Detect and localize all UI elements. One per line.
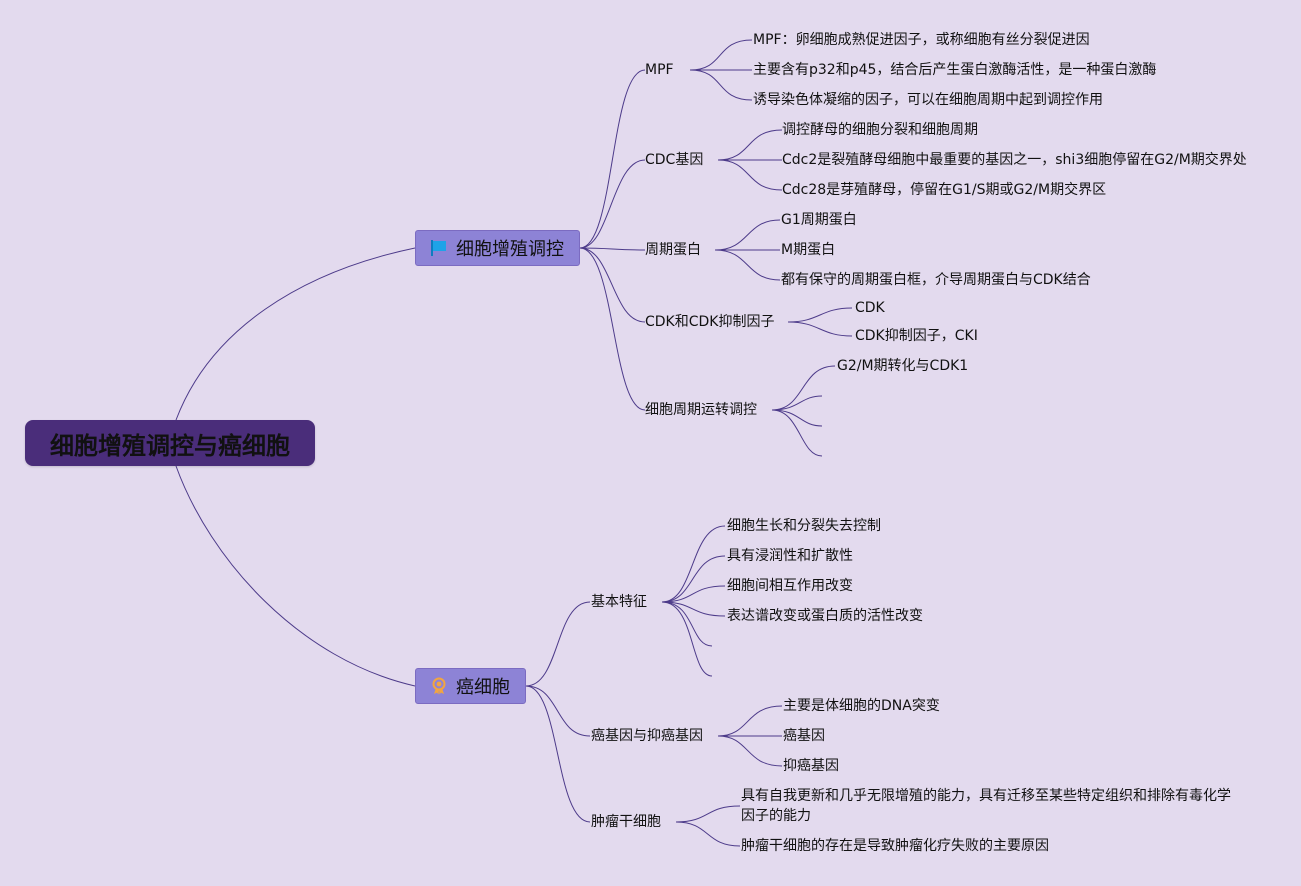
topic-basic-item-3[interactable]: 细胞间相互作用改变 — [727, 578, 853, 594]
topic-mpf[interactable]: MPF — [645, 62, 674, 78]
connector-basic-item-2 — [661, 555, 726, 603]
connector-genes-item-3 — [717, 735, 783, 767]
topic-mpf-item-3[interactable]: 诱导染色体凝缩的因子，可以在细胞周期中起到调控作用 — [753, 92, 1103, 108]
connector-cell-cycle-empty-1 — [771, 395, 823, 411]
connector-basic-item-1 — [661, 525, 726, 603]
connector-genes-item-1 — [717, 705, 783, 737]
connector-cdc-item-1 — [717, 129, 783, 161]
connector-mpf-item-1 — [689, 39, 753, 71]
branch-proliferation-control[interactable]: 细胞增殖调控 — [415, 230, 580, 266]
connector-root-to-cancer — [175, 465, 416, 687]
topic-mpf-item-2[interactable]: 主要含有p32和p45，结合后产生蛋白激酶活性，是一种蛋白激酶 — [753, 62, 1157, 78]
topic-stem-item-1[interactable]: 具有自我更新和几乎无限增殖的能力，具有迁移至某些特定组织和排除有毒化学因子的能力 — [741, 788, 1231, 824]
connector-cancer-to-basic — [525, 601, 591, 687]
connector-basic-empty-1 — [661, 601, 713, 647]
topic-basic-features[interactable]: 基本特征 — [591, 594, 647, 610]
connector-proliferation-to-cdk — [579, 247, 646, 323]
connector-cdc-item-3 — [717, 159, 783, 191]
connector-basic-item-4 — [661, 601, 726, 617]
connector-root-to-proliferation — [175, 247, 416, 421]
connector-cell-cycle-empty-2 — [771, 409, 823, 427]
connector-cell-cycle-empty-3 — [771, 409, 823, 457]
connector-mpf-item-3 — [689, 69, 753, 101]
branch-cancer-cells[interactable]: 癌细胞 — [415, 668, 526, 704]
connector-cyclin-item-3 — [714, 249, 781, 281]
topic-stem-item-2[interactable]: 肿瘤干细胞的存在是导致肿瘤化疗失败的主要原因 — [741, 838, 1049, 854]
connector-proliferation-to-cell-cycle — [579, 247, 646, 411]
topic-cdc-item-2[interactable]: Cdc2是裂殖酵母细胞中最重要的基因之一，shi3细胞停留在G2/M期交界处 — [782, 152, 1247, 168]
topic-oncogenes-and-suppressors[interactable]: 癌基因与抑癌基因 — [591, 728, 703, 744]
topic-cdk-item-1[interactable]: CDK — [855, 300, 885, 316]
topic-cell-cycle-control[interactable]: 细胞周期运转调控 — [645, 402, 757, 418]
topic-cell-cycle-item-1[interactable]: G2/M期转化与CDK1 — [837, 358, 969, 374]
branch-cancer-label: 癌细胞 — [456, 677, 510, 698]
connector-cdk-item-1 — [787, 307, 853, 323]
topic-genes-item-1[interactable]: 主要是体细胞的DNA突变 — [783, 698, 940, 714]
connector-cell-cycle-item-1 — [771, 365, 836, 411]
connector-stem-item-2 — [675, 821, 741, 847]
topic-cdc-item-1[interactable]: 调控酵母的细胞分裂和细胞周期 — [782, 122, 978, 138]
root-topic-label: 细胞增殖调控与癌细胞 — [50, 431, 290, 460]
connector-stem-item-1 — [675, 805, 741, 823]
topic-tumor-stem-cells[interactable]: 肿瘤干细胞 — [591, 814, 661, 830]
connector-basic-empty-2 — [661, 601, 713, 677]
topic-basic-item-4[interactable]: 表达谱改变或蛋白质的活性改变 — [727, 608, 923, 624]
topic-cyclins[interactable]: 周期蛋白 — [645, 242, 701, 258]
topic-cdc-item-3[interactable]: Cdc28是芽殖酵母，停留在G1/S期或G2/M期交界区 — [782, 182, 1107, 198]
award-ribbon-icon — [430, 677, 448, 695]
topic-cyclin-item-1[interactable]: G1周期蛋白 — [781, 212, 857, 228]
connector-cyclin-item-1 — [714, 219, 781, 251]
topic-basic-item-2[interactable]: 具有浸润性和扩散性 — [727, 548, 853, 564]
topic-mpf-item-1[interactable]: MPF：卵细胞成熟促进因子，或称细胞有丝分裂促进因 — [753, 32, 1090, 48]
connector-proliferation-to-mpf — [579, 69, 646, 249]
topic-genes-item-3[interactable]: 抑癌基因 — [783, 758, 839, 774]
topic-cdk-item-2[interactable]: CDK抑制因子，CKI — [855, 328, 978, 344]
connector-proliferation-to-cdc — [579, 159, 646, 249]
connector-proliferation-to-cyclin — [579, 247, 646, 251]
connector-basic-item-3 — [661, 585, 726, 603]
branch-proliferation-label: 细胞增殖调控 — [456, 239, 564, 260]
topic-basic-item-1[interactable]: 细胞生长和分裂失去控制 — [727, 518, 881, 534]
flag-icon — [430, 239, 448, 257]
topic-cyclin-item-3[interactable]: 都有保守的周期蛋白框，介导周期蛋白与CDK结合 — [781, 272, 1091, 288]
topic-genes-item-2[interactable]: 癌基因 — [783, 728, 825, 744]
connector-cdk-item-2 — [787, 321, 853, 337]
topic-cdc-genes[interactable]: CDC基因 — [645, 152, 704, 168]
topic-cyclin-item-2[interactable]: M期蛋白 — [781, 242, 836, 258]
connector-cancer-to-stem — [525, 685, 591, 823]
connector-cancer-to-genes — [525, 685, 591, 737]
topic-cdk-and-inhibitors[interactable]: CDK和CDK抑制因子 — [645, 314, 775, 330]
root-topic[interactable]: 细胞增殖调控与癌细胞 — [25, 420, 315, 466]
